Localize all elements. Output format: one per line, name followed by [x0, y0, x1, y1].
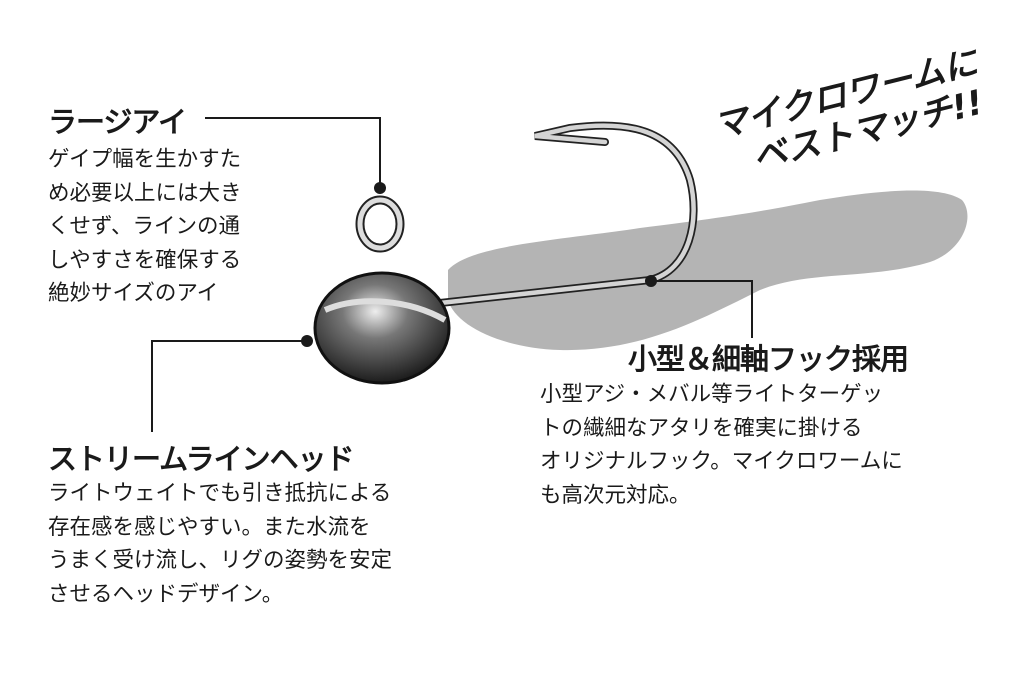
text-line: ゲイプ幅を生かすた [48, 147, 242, 172]
jig-head [313, 271, 451, 385]
line-eye-icon [355, 195, 405, 253]
head-title: ストリームラインヘッド [48, 442, 355, 476]
hook-description: 小型アジ・メバル等ライトターゲッ トの繊細なアタリを確実に掛ける オリジナルフッ… [540, 378, 903, 512]
eye-title: ラージアイ [48, 105, 187, 139]
text-line: うまく受け流し、リグの姿勢を安定 [48, 548, 393, 573]
text-line: くせず、ラインの通 [48, 214, 240, 239]
text-line: トの繊細なアタリを確実に掛ける [540, 415, 863, 441]
text-line: オリジナルフック。マイクロワームに [540, 449, 903, 474]
text-line: 存在感を感じやすい。また水流を [48, 514, 371, 540]
head-callout-dot [301, 335, 313, 347]
text-line: ライトウェイトでも引き抵抗による [48, 481, 392, 506]
text-line: させるヘッドデザイン。 [48, 581, 284, 607]
text-line: 絶妙サイズのアイ [48, 281, 219, 306]
hook-callout-dot [645, 275, 657, 287]
hook [436, 121, 698, 307]
eye-callout-dot [374, 182, 386, 194]
text-line: 小型アジ・メバル等ライトターゲッ [540, 382, 884, 407]
hook-title: 小型＆細軸フック採用 [628, 342, 909, 376]
callout-lines [151, 117, 753, 432]
text-line: め必要以上には大き [48, 180, 242, 206]
text-line: しやすさを確保する [48, 247, 242, 273]
text-line: も高次元対応。 [540, 482, 691, 508]
worm-silhouette [448, 190, 968, 351]
eye-description: ゲイプ幅を生かすた め必要以上には大き くせず、ラインの通 しやすさを確保する … [48, 143, 242, 311]
head-description: ライトウェイトでも引き抵抗による 存在感を感じやすい。また水流を うまく受け流し… [48, 477, 392, 611]
